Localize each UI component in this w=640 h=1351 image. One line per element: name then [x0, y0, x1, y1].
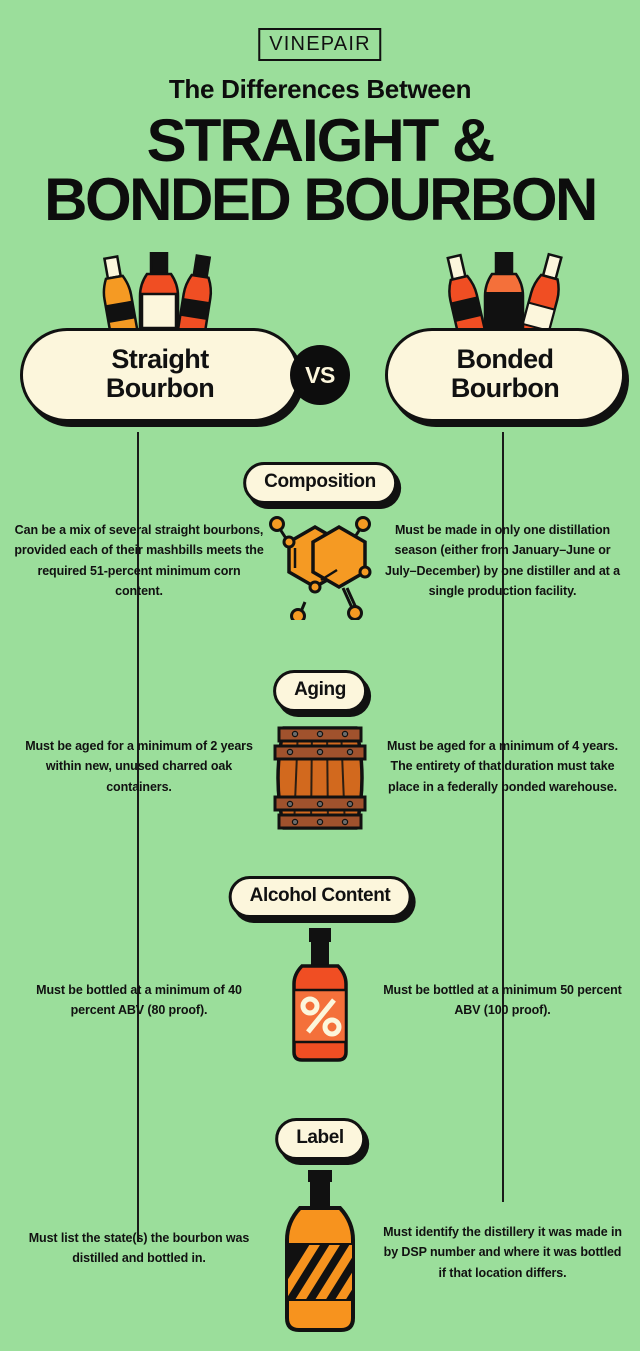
percent-bottle-icon	[280, 928, 360, 1068]
bonded-bourbon-pill: Bonded Bourbon	[385, 328, 625, 423]
straight-bourbon-pill: Straight Bourbon	[20, 328, 300, 423]
label-right-text: Must identify the distillery it was made…	[383, 1225, 622, 1280]
alcohol-content-right-text: Must be bottled at a minimum 50 percent …	[383, 983, 622, 1018]
vinepair-wordmark-icon: VINEPAIR	[269, 33, 371, 55]
section-pill-composition: Composition	[243, 462, 397, 504]
section-label: Composition	[264, 471, 376, 492]
section-label: Label	[296, 1127, 344, 1148]
section-label: Label Must list the state(s) the bourbon…	[0, 1118, 640, 1348]
section-alcohol-content: Alcohol Content Must be bottled at a min…	[0, 876, 640, 1086]
vinepair-logo: VINEPAIR	[258, 28, 382, 61]
connector-line-left	[137, 432, 139, 1242]
molecule-icon	[265, 510, 375, 620]
label-left-text: Must list the state(s) the bourbon was d…	[28, 1231, 250, 1266]
bonded-bourbon-label: Bonded Bourbon	[450, 344, 560, 404]
aging-left-text: Must be aged for a minimum of 2 years wi…	[25, 739, 253, 794]
section-pill-alcohol-content: Alcohol Content	[228, 876, 412, 918]
aging-right-text: Must be aged for a minimum of 4 years. T…	[387, 739, 618, 794]
page-title: STRAIGHT & BONDED BOURBON	[0, 107, 640, 233]
page-title-line-1: STRAIGHT &	[146, 107, 496, 174]
page-subtitle: The Differences Between	[168, 74, 472, 104]
vs-badge: VS	[290, 345, 350, 405]
section-composition: Composition Can be a mix of several stra…	[0, 462, 640, 662]
section-label: Aging	[294, 679, 346, 700]
composition-left-text: Can be a mix of several straight bourbon…	[14, 523, 264, 598]
striped-label-bottle-icon	[275, 1170, 365, 1335]
straight-bourbon-header: Straight Bourbon	[20, 252, 300, 423]
composition-right-text: Must be made in only one distillation se…	[385, 523, 620, 598]
section-pill-aging: Aging	[273, 670, 367, 712]
bonded-bourbon-header: Bonded Bourbon	[385, 252, 625, 423]
section-label: Alcohol Content	[249, 885, 391, 906]
section-aging: Aging Must be aged for a minimum of 2 ye…	[0, 670, 640, 870]
section-pill-label: Label	[275, 1118, 365, 1160]
straight-bourbon-label: Straight Bourbon	[105, 344, 215, 404]
barrel-icon	[270, 718, 370, 838]
alcohol-content-left-text: Must be bottled at a minimum of 40 perce…	[36, 983, 242, 1018]
page-title-line-2: BONDED BOURBON	[44, 165, 598, 233]
connector-line-right	[502, 432, 504, 1202]
